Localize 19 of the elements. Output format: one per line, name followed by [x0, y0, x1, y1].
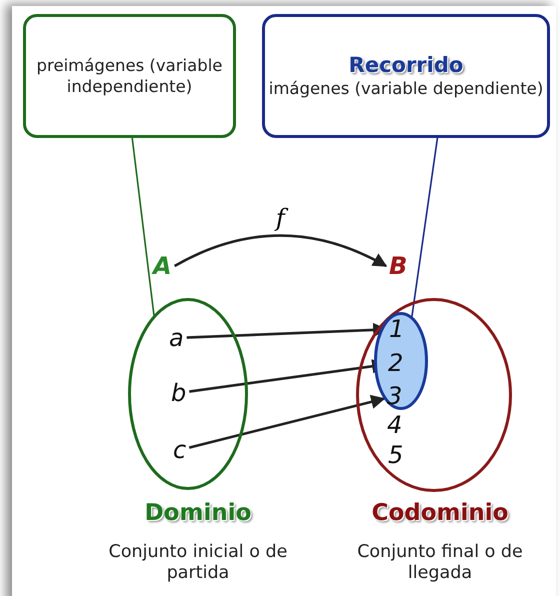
set-description: Conjunto inicial o de partida: [108, 542, 288, 584]
set-element: 5: [385, 443, 406, 467]
set-title: Dominio: [144, 500, 252, 526]
set-element: b: [168, 381, 190, 405]
set-element: 2: [385, 351, 406, 375]
box-text: preimágenes (variable independiente): [36, 54, 224, 98]
set-element: 4: [384, 413, 406, 437]
set-element: c: [170, 438, 190, 462]
text-box: [262, 14, 550, 138]
set-description: Conjunto final o de llegada: [356, 542, 524, 584]
set-element: 3: [384, 384, 406, 408]
set-element: a: [166, 326, 187, 350]
text-box: [23, 14, 236, 138]
set-title: Codominio: [370, 500, 510, 526]
set-name: A: [150, 254, 175, 278]
set-element: 1: [386, 317, 408, 341]
set-name: B: [386, 254, 410, 278]
box-heading: Recorrido: [348, 52, 464, 78]
box-text: imágenes (variable dependiente): [268, 78, 544, 100]
